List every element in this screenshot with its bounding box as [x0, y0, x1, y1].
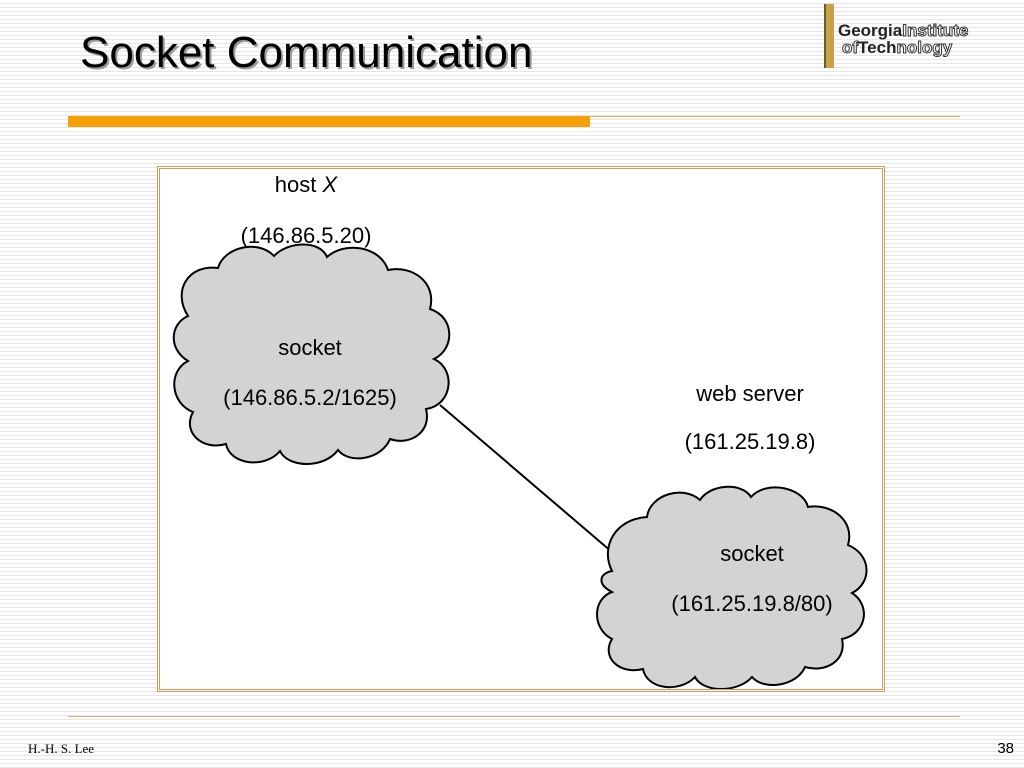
host-socket-cloud — [172, 243, 451, 465]
host-socket-address: (146.86.5.2/1625) — [223, 385, 397, 410]
socket-diagram: host X (146.86.5.20) socket (146.86.5.2/… — [172, 172, 868, 689]
server-ip: (161.25.19.8) — [685, 429, 816, 454]
logo-line-2: ofTechnology — [841, 38, 953, 57]
logo-word-of: of — [841, 38, 859, 57]
logo-word-georgia: Georgia — [838, 21, 903, 40]
slide-title: Socket Communication — [80, 28, 533, 77]
title-accent-bar — [68, 116, 590, 127]
footer-rule — [68, 716, 960, 717]
logo-word-institute: Institute — [902, 21, 969, 40]
logo-word-tech: Tech — [858, 38, 897, 57]
host-label: host X — [275, 172, 339, 197]
logo-line-1: GeorgiaInstitute — [838, 21, 969, 40]
server-label: web server — [695, 381, 804, 406]
connection-line — [439, 404, 641, 577]
diagram-frame: host X (146.86.5.20) socket (146.86.5.2/… — [157, 166, 885, 692]
georgia-tech-logo: GeorgiaInstitute ofTechnology — [820, 4, 1016, 70]
server-socket-cloud — [596, 485, 868, 689]
host-ip: (146.86.5.20) — [241, 223, 372, 248]
page-number: 38 — [997, 740, 1014, 757]
title-rule-line — [590, 116, 960, 117]
author-footer: H.-H. S. Lee — [28, 741, 95, 756]
server-socket-address: (161.25.19.8/80) — [671, 591, 832, 616]
tech-tower-icon — [824, 4, 834, 68]
server-socket-label: socket — [720, 541, 784, 566]
host-socket-label: socket — [278, 335, 342, 360]
logo-word-nology: nology — [896, 38, 953, 57]
